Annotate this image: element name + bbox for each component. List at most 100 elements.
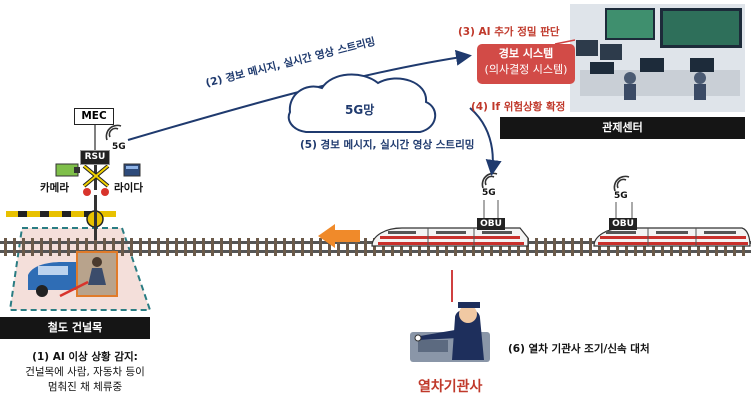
railway-tie [382, 238, 385, 256]
railway-tie [283, 238, 286, 256]
train-direction-arrow [318, 224, 360, 248]
railway-tie [598, 238, 601, 256]
control-center-label: 관제센터 [500, 117, 745, 139]
alarm-system-box: 경보 시스템 (의사결정 시스템) [477, 44, 575, 84]
railway-tie [724, 238, 727, 256]
mec-label: MEC [81, 110, 107, 122]
obu-signal-icon-2 [613, 175, 630, 192]
railway-tie [355, 238, 358, 256]
railway-tie [661, 238, 664, 256]
railway-tie [40, 238, 43, 256]
railway-tie [274, 238, 277, 256]
railway-tie [22, 238, 25, 256]
railway-tie [517, 238, 520, 256]
railway-tie [391, 238, 394, 256]
crossing-name-label: 철도 건널목 [0, 317, 150, 339]
railway-tie [607, 238, 610, 256]
railway-tie [292, 238, 295, 256]
railway-tie [571, 238, 574, 256]
railway-tie [616, 238, 619, 256]
railway-tie [319, 238, 322, 256]
lidar-icon [123, 163, 141, 177]
railway-tie [733, 238, 736, 256]
railway-tie [157, 238, 160, 256]
obu2-tag: OBU [609, 218, 637, 230]
railway-tie [139, 238, 142, 256]
railway-tie [463, 238, 466, 256]
railway-tie [535, 238, 538, 256]
railway-tie [634, 238, 637, 256]
railway-tie [706, 238, 709, 256]
railway-tie [148, 238, 151, 256]
railway-tie [679, 238, 682, 256]
railway-tie [103, 238, 106, 256]
railway-tie [13, 238, 16, 256]
railway-tie [202, 238, 205, 256]
railway-tie [688, 238, 691, 256]
railway-tie [310, 238, 313, 256]
railway-tie [238, 238, 241, 256]
railway-tie [625, 238, 628, 256]
railway-tie [301, 238, 304, 256]
step1-text: (1) AI 이상 상황 감지: 건널목에 사람, 자동차 등이 멈춰진 채 체… [0, 350, 170, 395]
railway-tie [697, 238, 700, 256]
railway-tie [490, 238, 493, 256]
railway-tie [742, 238, 745, 256]
railway-tie [31, 238, 34, 256]
railway-tie [265, 238, 268, 256]
railway-tie [112, 238, 115, 256]
step1-line1: 건널목에 사람, 자동차 등이 [25, 366, 145, 378]
railway-tie [544, 238, 547, 256]
cloud-label: 5G망 [345, 103, 375, 117]
railway-tie [454, 238, 457, 256]
step5-arrow [469, 107, 502, 176]
railway-tie [184, 238, 187, 256]
railway-tie [166, 238, 169, 256]
railway-tie [193, 238, 196, 256]
obu-signal-icon-1 [481, 172, 498, 189]
lidar-label: 라이다 [114, 182, 143, 194]
railway-tie [94, 238, 97, 256]
crossing-gate [6, 195, 116, 240]
railway-tie [337, 238, 340, 256]
railway-tie [400, 238, 403, 256]
crossing-signal [82, 150, 110, 196]
rsu-signal-icon [105, 124, 122, 141]
mec-box: MEC [74, 108, 114, 125]
camera-icon [55, 163, 80, 177]
railway-tie [121, 238, 124, 256]
driver-label: 열차기관사 [418, 379, 483, 395]
railway-tie [49, 238, 52, 256]
obu2-5g-label: 5G [614, 191, 628, 201]
step1-line2: 멈춰진 채 체류중 [47, 381, 123, 393]
driver-image [410, 270, 490, 362]
alarm-link [554, 39, 576, 45]
train-1 [371, 200, 529, 247]
railway-tie [652, 238, 655, 256]
railway-tie [553, 238, 556, 256]
railway-tie [4, 238, 7, 256]
railway-tie [58, 238, 61, 256]
railway-tie [130, 238, 133, 256]
railway-tie [670, 238, 673, 256]
crossing-obstacles-image [28, 251, 118, 298]
camera-label: 카메라 [40, 182, 69, 194]
obu1-5g-label: 5G [482, 188, 496, 198]
railway-tie [76, 238, 79, 256]
railway-tie [85, 238, 88, 256]
step4-label: (4) If 위험상황 확정 [471, 101, 566, 113]
railway-tie [436, 238, 439, 256]
railway-tie [499, 238, 502, 256]
railway-tie [445, 238, 448, 256]
railway-tie [481, 238, 484, 256]
alarm-subtitle: (의사결정 시스템) [484, 63, 568, 76]
control-room-image [570, 4, 745, 112]
step1-title: (1) AI 이상 상황 감지: [32, 351, 138, 363]
train-2 [593, 202, 751, 247]
railway-tie [256, 238, 259, 256]
railway-tie [643, 238, 646, 256]
railway-tie [589, 238, 592, 256]
railway-tie [418, 238, 421, 256]
rsu-box: RSU [80, 150, 110, 165]
